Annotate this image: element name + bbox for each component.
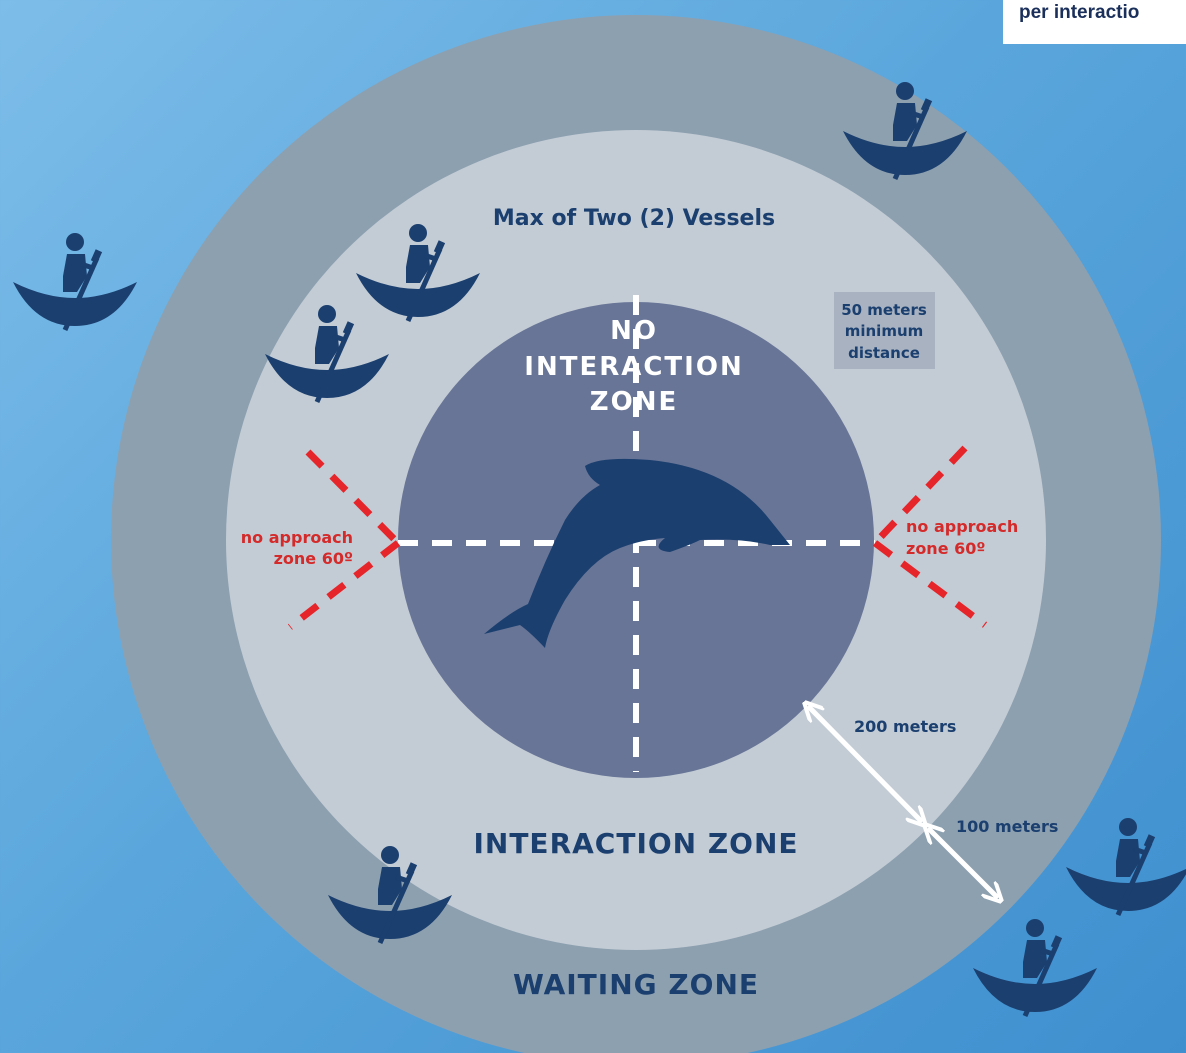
- no-interaction-zone-label-2: INTERACTION: [524, 352, 743, 382]
- no-approach-right-line-1: no approach: [906, 517, 1018, 536]
- distance-arrows: [808, 706, 998, 898]
- no-approach-left-line-1: no approach: [241, 528, 353, 547]
- canoe-icon: [13, 233, 137, 330]
- dolphin-icon: [484, 458, 790, 648]
- min-distance-line-1: 50 meters: [841, 301, 927, 319]
- distance-200-label: 200 meters: [854, 717, 956, 736]
- no-approach-left-line-2: zone 60º: [274, 549, 353, 568]
- no-interaction-zone-label-3: ZONE: [590, 387, 678, 417]
- no-approach-lines: [287, 445, 988, 630]
- interaction-zone-label: INTERACTION ZONE: [473, 827, 798, 860]
- min-distance-box: [834, 292, 935, 369]
- corner-note: per interactio: [1003, 0, 1186, 44]
- canoe-icon: [1066, 818, 1186, 915]
- canoe-icon: [973, 919, 1097, 1016]
- distance-100-label: 100 meters: [956, 817, 1058, 836]
- no-interaction-zone-label-1: NO: [610, 316, 658, 346]
- no-approach-right-line-2: zone 60º: [906, 539, 985, 558]
- waiting-zone-label: WAITING ZONE: [513, 968, 759, 1001]
- max-vessels-label: Max of Two (2) Vessels: [493, 206, 775, 231]
- min-distance-line-2: minimum: [845, 322, 924, 340]
- min-distance-line-3: distance: [848, 344, 920, 362]
